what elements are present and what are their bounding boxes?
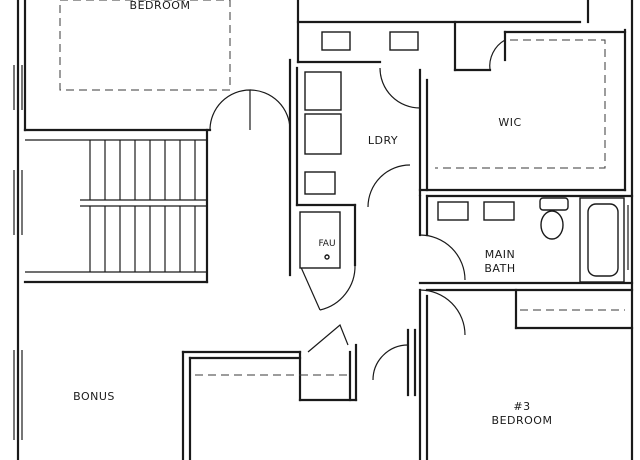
label-bath: BATH <box>484 262 515 275</box>
label-main: MAIN <box>485 248 516 261</box>
label-bedroom3-number: #3 <box>513 400 530 413</box>
staircase <box>25 139 207 272</box>
fixtures <box>299 31 625 283</box>
label-bonus: BONUS <box>73 390 115 403</box>
doors <box>209 39 506 381</box>
label-fau: FAU <box>318 239 335 249</box>
label-bedroom: BEDROOM <box>130 0 191 12</box>
label-wic: WIC <box>498 116 521 129</box>
label-laundry: LDRY <box>368 134 398 147</box>
walls <box>16 0 634 460</box>
dashed-lines <box>59 0 625 376</box>
label-bedroom3: BEDROOM <box>492 414 553 427</box>
room-labels: BEDROOM WIC LDRY FAU MAIN BATH BONUS #3 … <box>73 0 552 427</box>
windows <box>13 65 629 440</box>
